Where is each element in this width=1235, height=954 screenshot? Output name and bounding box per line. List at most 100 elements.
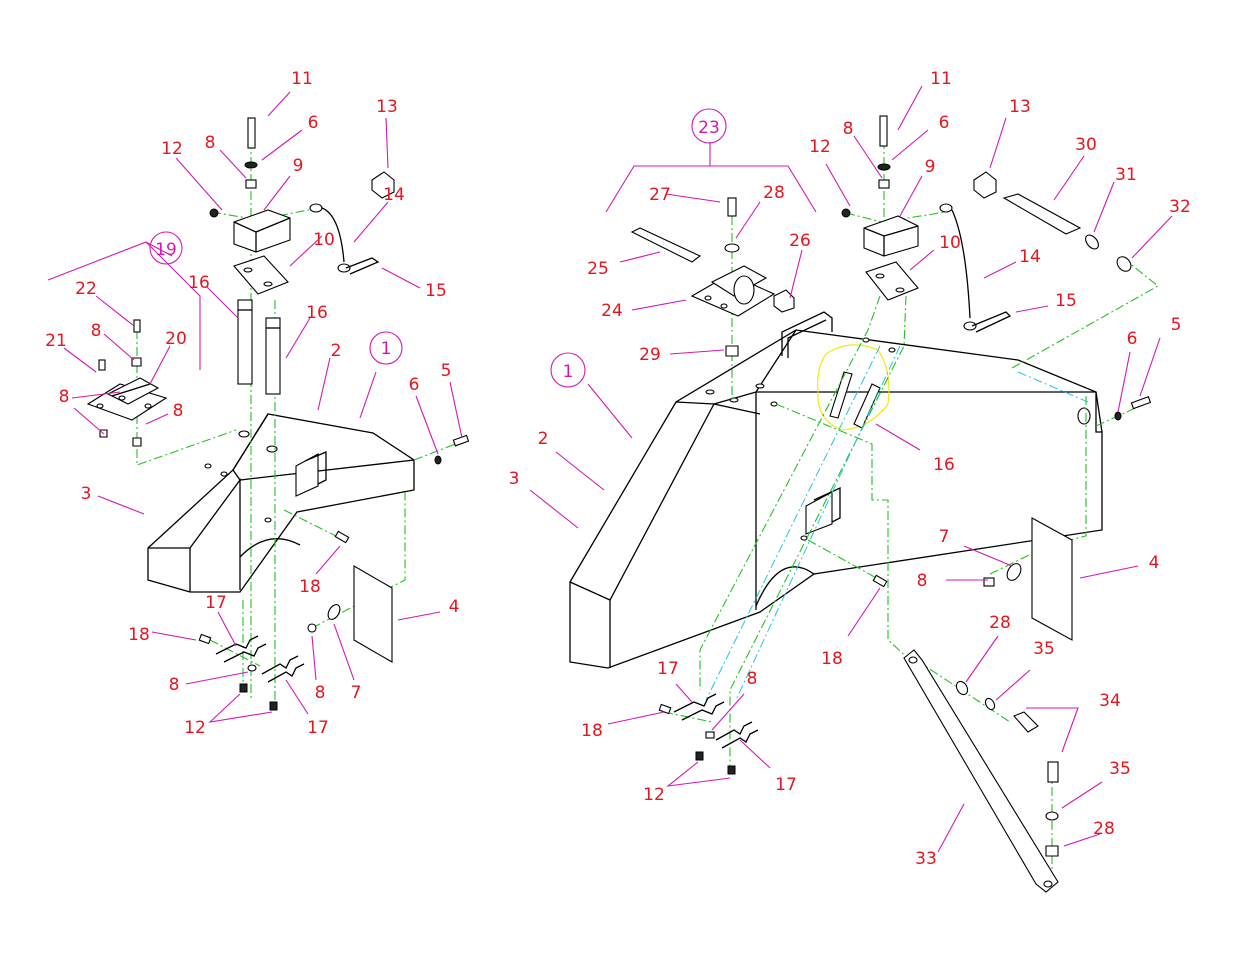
- right-label-35b: 35: [1109, 759, 1131, 779]
- left-assembly: 11 6 8 9 12 13 14 15 10 16 16 2 1 6 5 3 …: [45, 69, 470, 738]
- left-label-13: 13: [376, 97, 398, 117]
- right-label-5: 5: [1171, 315, 1182, 335]
- right-label-8b: 8: [917, 571, 928, 591]
- right-washer-28: [724, 243, 740, 253]
- right-label-17b: 17: [775, 775, 797, 795]
- right-label-24: 24: [601, 301, 623, 321]
- right-label-35a: 35: [1033, 639, 1055, 659]
- right-bolt-25: [630, 227, 702, 263]
- right-label-16: 16: [933, 455, 955, 475]
- right-label-6b: 6: [1127, 329, 1138, 349]
- left-label-8c: 8: [173, 401, 184, 421]
- right-label-25: 25: [587, 259, 609, 279]
- right-label-7: 7: [939, 527, 950, 547]
- left-label-11: 11: [291, 69, 313, 89]
- right-upper-hardware: [841, 115, 1012, 333]
- right-nut-8: [878, 179, 890, 189]
- left-label-17a: 17: [205, 593, 227, 613]
- left-label-10: 10: [313, 230, 335, 250]
- right-washer-6: [877, 163, 891, 171]
- right-label-1: 1: [563, 362, 574, 382]
- left-cable-14: [321, 207, 345, 263]
- left-label-21: 21: [45, 331, 67, 351]
- left-clamps-17: [198, 633, 305, 711]
- left-label-8e: 8: [315, 683, 326, 703]
- left-hinge-assembly: [86, 319, 168, 447]
- left-label-12: 12: [161, 139, 183, 159]
- right-nut-26: [773, 289, 795, 313]
- right-washer-31: [1085, 234, 1099, 250]
- left-top-hole: [266, 445, 278, 453]
- left-label-5: 5: [441, 361, 452, 381]
- right-end-hole: [1077, 407, 1091, 425]
- left-rods-16: [237, 299, 281, 395]
- left-leaders: [47, 91, 463, 723]
- right-label-3: 3: [509, 469, 520, 489]
- right-label-32: 32: [1169, 197, 1191, 217]
- left-label-20: 20: [165, 329, 187, 349]
- right-label-2: 2: [538, 429, 549, 449]
- right-plate-4: [983, 517, 1073, 641]
- left-label-19: 19: [155, 240, 177, 260]
- right-assembly: 23 1 11 6 8 9 12 13 14 15 10 30 31 32 5 …: [509, 69, 1191, 893]
- left-label-6: 6: [308, 113, 319, 133]
- left-label-14: 14: [383, 185, 405, 205]
- right-plate-10: [865, 261, 919, 301]
- right-brace-hardware: [955, 680, 1059, 857]
- left-ring-14: [309, 203, 323, 213]
- right-label-15: 15: [1055, 291, 1077, 311]
- left-label-9: 9: [293, 156, 304, 176]
- right-label-28c: 28: [1093, 819, 1115, 839]
- right-callout-circle-1: [550, 352, 586, 388]
- right-label-13: 13: [1009, 97, 1031, 117]
- right-label-4: 4: [1149, 553, 1160, 573]
- right-callout-circle-23: [691, 108, 727, 144]
- right-leaders: [529, 85, 1173, 853]
- right-label-12b: 12: [643, 785, 665, 805]
- right-label-26: 26: [789, 231, 811, 251]
- right-cable-14: [951, 209, 971, 319]
- left-callout-circle-19: [149, 231, 183, 265]
- left-label-12b: 12: [184, 718, 206, 738]
- right-fitting-13: [973, 171, 997, 199]
- left-labels: 11 6 8 9 12 13 14 15 10 16 16 2 1 6 5 3 …: [45, 69, 459, 738]
- right-label-29: 29: [639, 345, 661, 365]
- right-label-34: 34: [1099, 691, 1121, 711]
- left-label-6b: 6: [409, 375, 420, 395]
- right-side-fasteners: [872, 396, 1152, 588]
- right-handle: [781, 311, 833, 356]
- left-bolt-11: [247, 117, 256, 149]
- right-label-28a: 28: [763, 183, 785, 203]
- left-label-4: 4: [449, 597, 460, 617]
- left-block-9: [233, 209, 291, 253]
- left-side-fasteners: [334, 434, 470, 544]
- left-washer-6: [244, 161, 258, 169]
- right-labels: 23 1 11 6 8 9 12 13 14 15 10 30 31 32 5 …: [509, 69, 1191, 869]
- left-label-8f: 8: [169, 675, 180, 695]
- left-label-16b: 16: [306, 303, 328, 323]
- left-upper-hardware: [209, 117, 395, 295]
- left-label-22: 22: [75, 279, 97, 299]
- right-label-6: 6: [939, 113, 950, 133]
- left-pin-15: [345, 257, 380, 275]
- left-label-7: 7: [351, 683, 362, 703]
- right-label-30: 30: [1075, 135, 1097, 155]
- right-label-31: 31: [1115, 165, 1137, 185]
- left-plate-10: [233, 255, 289, 295]
- right-label-11: 11: [930, 69, 952, 89]
- left-nut-12: [209, 208, 219, 218]
- left-housing-body: [147, 413, 415, 593]
- right-nut-12: [841, 208, 851, 218]
- left-side-hole: [264, 517, 272, 523]
- right-brace-33: [903, 649, 1059, 893]
- right-washer-32: [1116, 256, 1132, 272]
- left-label-18a: 18: [128, 625, 150, 645]
- left-label-15: 15: [425, 281, 447, 301]
- right-label-12: 12: [809, 137, 831, 157]
- right-label-10: 10: [939, 233, 961, 253]
- right-pin-15: [971, 311, 1012, 333]
- right-bolt-30: [1002, 193, 1082, 235]
- left-label-3: 3: [81, 484, 92, 504]
